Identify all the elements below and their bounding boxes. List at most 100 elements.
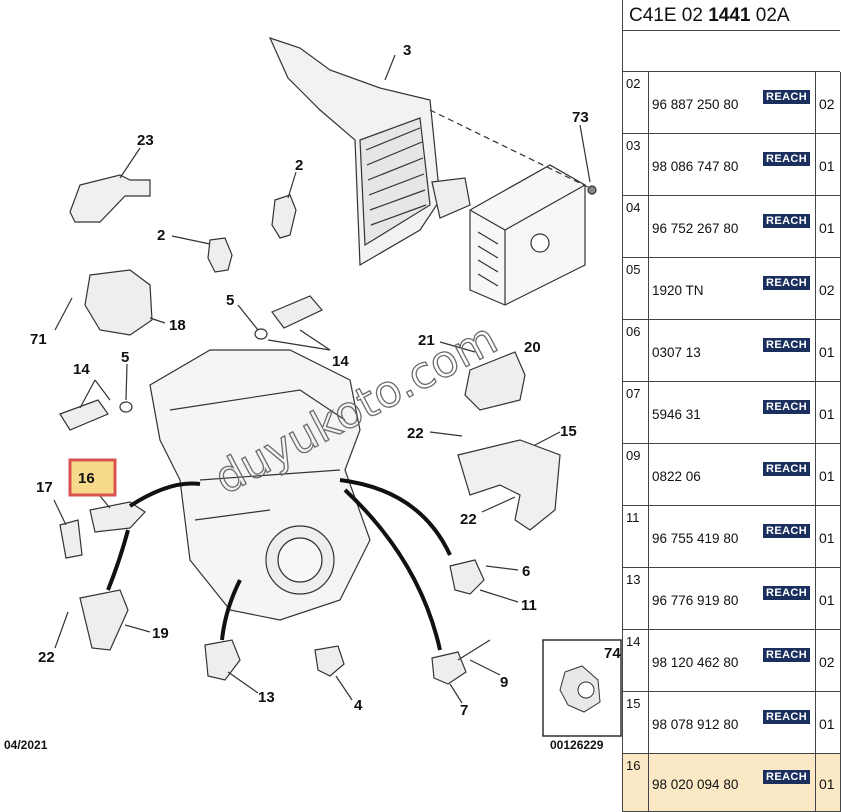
part-index: 13 [622,568,649,630]
part-number: 96 755 419 80 [652,530,739,546]
callout-5-a: 5 [226,292,234,309]
inset-74: 74 [542,639,622,737]
part-number: 5946 31 [652,406,701,422]
callout-7: 7 [460,702,468,719]
part-index: 03 [622,134,649,196]
part-reference-cell: 5946 31 REACH [649,382,815,444]
part-quantity: 01 [815,196,841,258]
part-quantity: 02 [815,258,841,320]
part-quantity: 01 [815,754,841,812]
callout-2-b: 2 [157,227,165,244]
part-index: 14 [622,630,649,692]
ecu-unit [469,164,597,306]
part-number: 96 887 250 80 [652,96,739,112]
ecu-bracket [268,36,471,267]
part-index: 05 [622,258,649,320]
callout-22-b: 22 [460,511,477,528]
callout-5-b: 5 [121,349,129,366]
callout-20: 20 [524,339,541,356]
part-number: 96 752 267 80 [652,220,739,236]
footer-date: 04/2021 [4,738,48,752]
reach-badge: REACH [763,647,811,662]
exploded-view: 74 3 73 23 2 2 71 18 5 14 14 5 21 20 22 … [4,36,622,752]
callout-14-a: 14 [332,353,349,370]
callout-3: 3 [403,42,411,59]
part-reference-cell: 96 887 250 80 REACH [649,72,815,134]
callout-14-b: 14 [73,361,90,378]
part-number: 98 120 462 80 [652,654,739,670]
reach-badge: REACH [763,337,811,352]
part-quantity: 02 [815,72,841,134]
part-reference-cell: 96 752 267 80 REACH [649,196,815,258]
callout-13: 13 [258,689,275,706]
engine-block [149,349,371,621]
callout-labels: 3 73 23 2 2 71 18 5 14 14 5 21 20 22 15 … [30,42,589,719]
reach-badge: REACH [763,151,811,166]
part-index: 16 [622,754,649,812]
callout-17: 17 [36,479,53,496]
part-reference-cell: 98 078 912 80 REACH [649,692,815,754]
callout-16-box [68,458,117,497]
part-quantity: 01 [815,568,841,630]
part-index: 15 [622,692,649,754]
callout-6: 6 [522,563,530,580]
reach-badge: REACH [763,399,811,414]
part-reference-cell: 98 120 462 80 REACH [649,630,815,692]
reach-badge: REACH [763,523,811,538]
part-index: 02 [622,72,649,134]
part-number: 98 020 094 80 [652,776,739,792]
callout-23: 23 [137,132,154,149]
part-reference-cell: 96 755 419 80 REACH [649,506,815,568]
part-reference-cell: 0307 13 REACH [649,320,815,382]
ref-prefix: C41E 02 [629,5,709,26]
part-reference-cell: 96 776 919 80 REACH [649,568,815,630]
reach-badge: REACH [763,89,811,104]
callout-22-c: 22 [38,649,55,666]
callout-9: 9 [500,674,508,691]
callout-4: 4 [354,697,363,714]
callout-22-a: 22 [407,425,424,442]
callout-73: 73 [572,109,589,126]
diagram-reference: C41E 02 1441 02A [622,0,840,31]
inset-74-label: 74 [604,645,621,662]
part-index: 09 [622,444,649,506]
callout-11: 11 [521,597,537,614]
reach-badge: REACH [763,585,811,600]
part-quantity: 01 [815,382,841,444]
part-index: 04 [622,196,649,258]
callout-21: 21 [418,332,435,349]
callout-15: 15 [560,423,577,440]
part-index: 07 [622,382,649,444]
callout-18: 18 [169,317,186,334]
part-number: 1920 TN [652,282,704,298]
reach-badge: REACH [763,213,811,228]
reach-badge: REACH [763,709,811,724]
part-number: 98 078 912 80 [652,716,739,732]
part-quantity: 01 [815,506,841,568]
reach-badge: REACH [763,769,811,784]
ref-bold: 1441 [708,5,751,26]
part-number: 0307 13 [652,344,701,360]
reach-badge: REACH [763,275,811,290]
part-quantity: 02 [815,630,841,692]
part-reference-cell: 1920 TN REACH [649,258,815,320]
part-quantity: 01 [815,444,841,506]
callout-2-a: 2 [295,157,303,174]
footer-code: 00126229 [550,738,604,752]
part-number: 96 776 919 80 [652,592,739,608]
